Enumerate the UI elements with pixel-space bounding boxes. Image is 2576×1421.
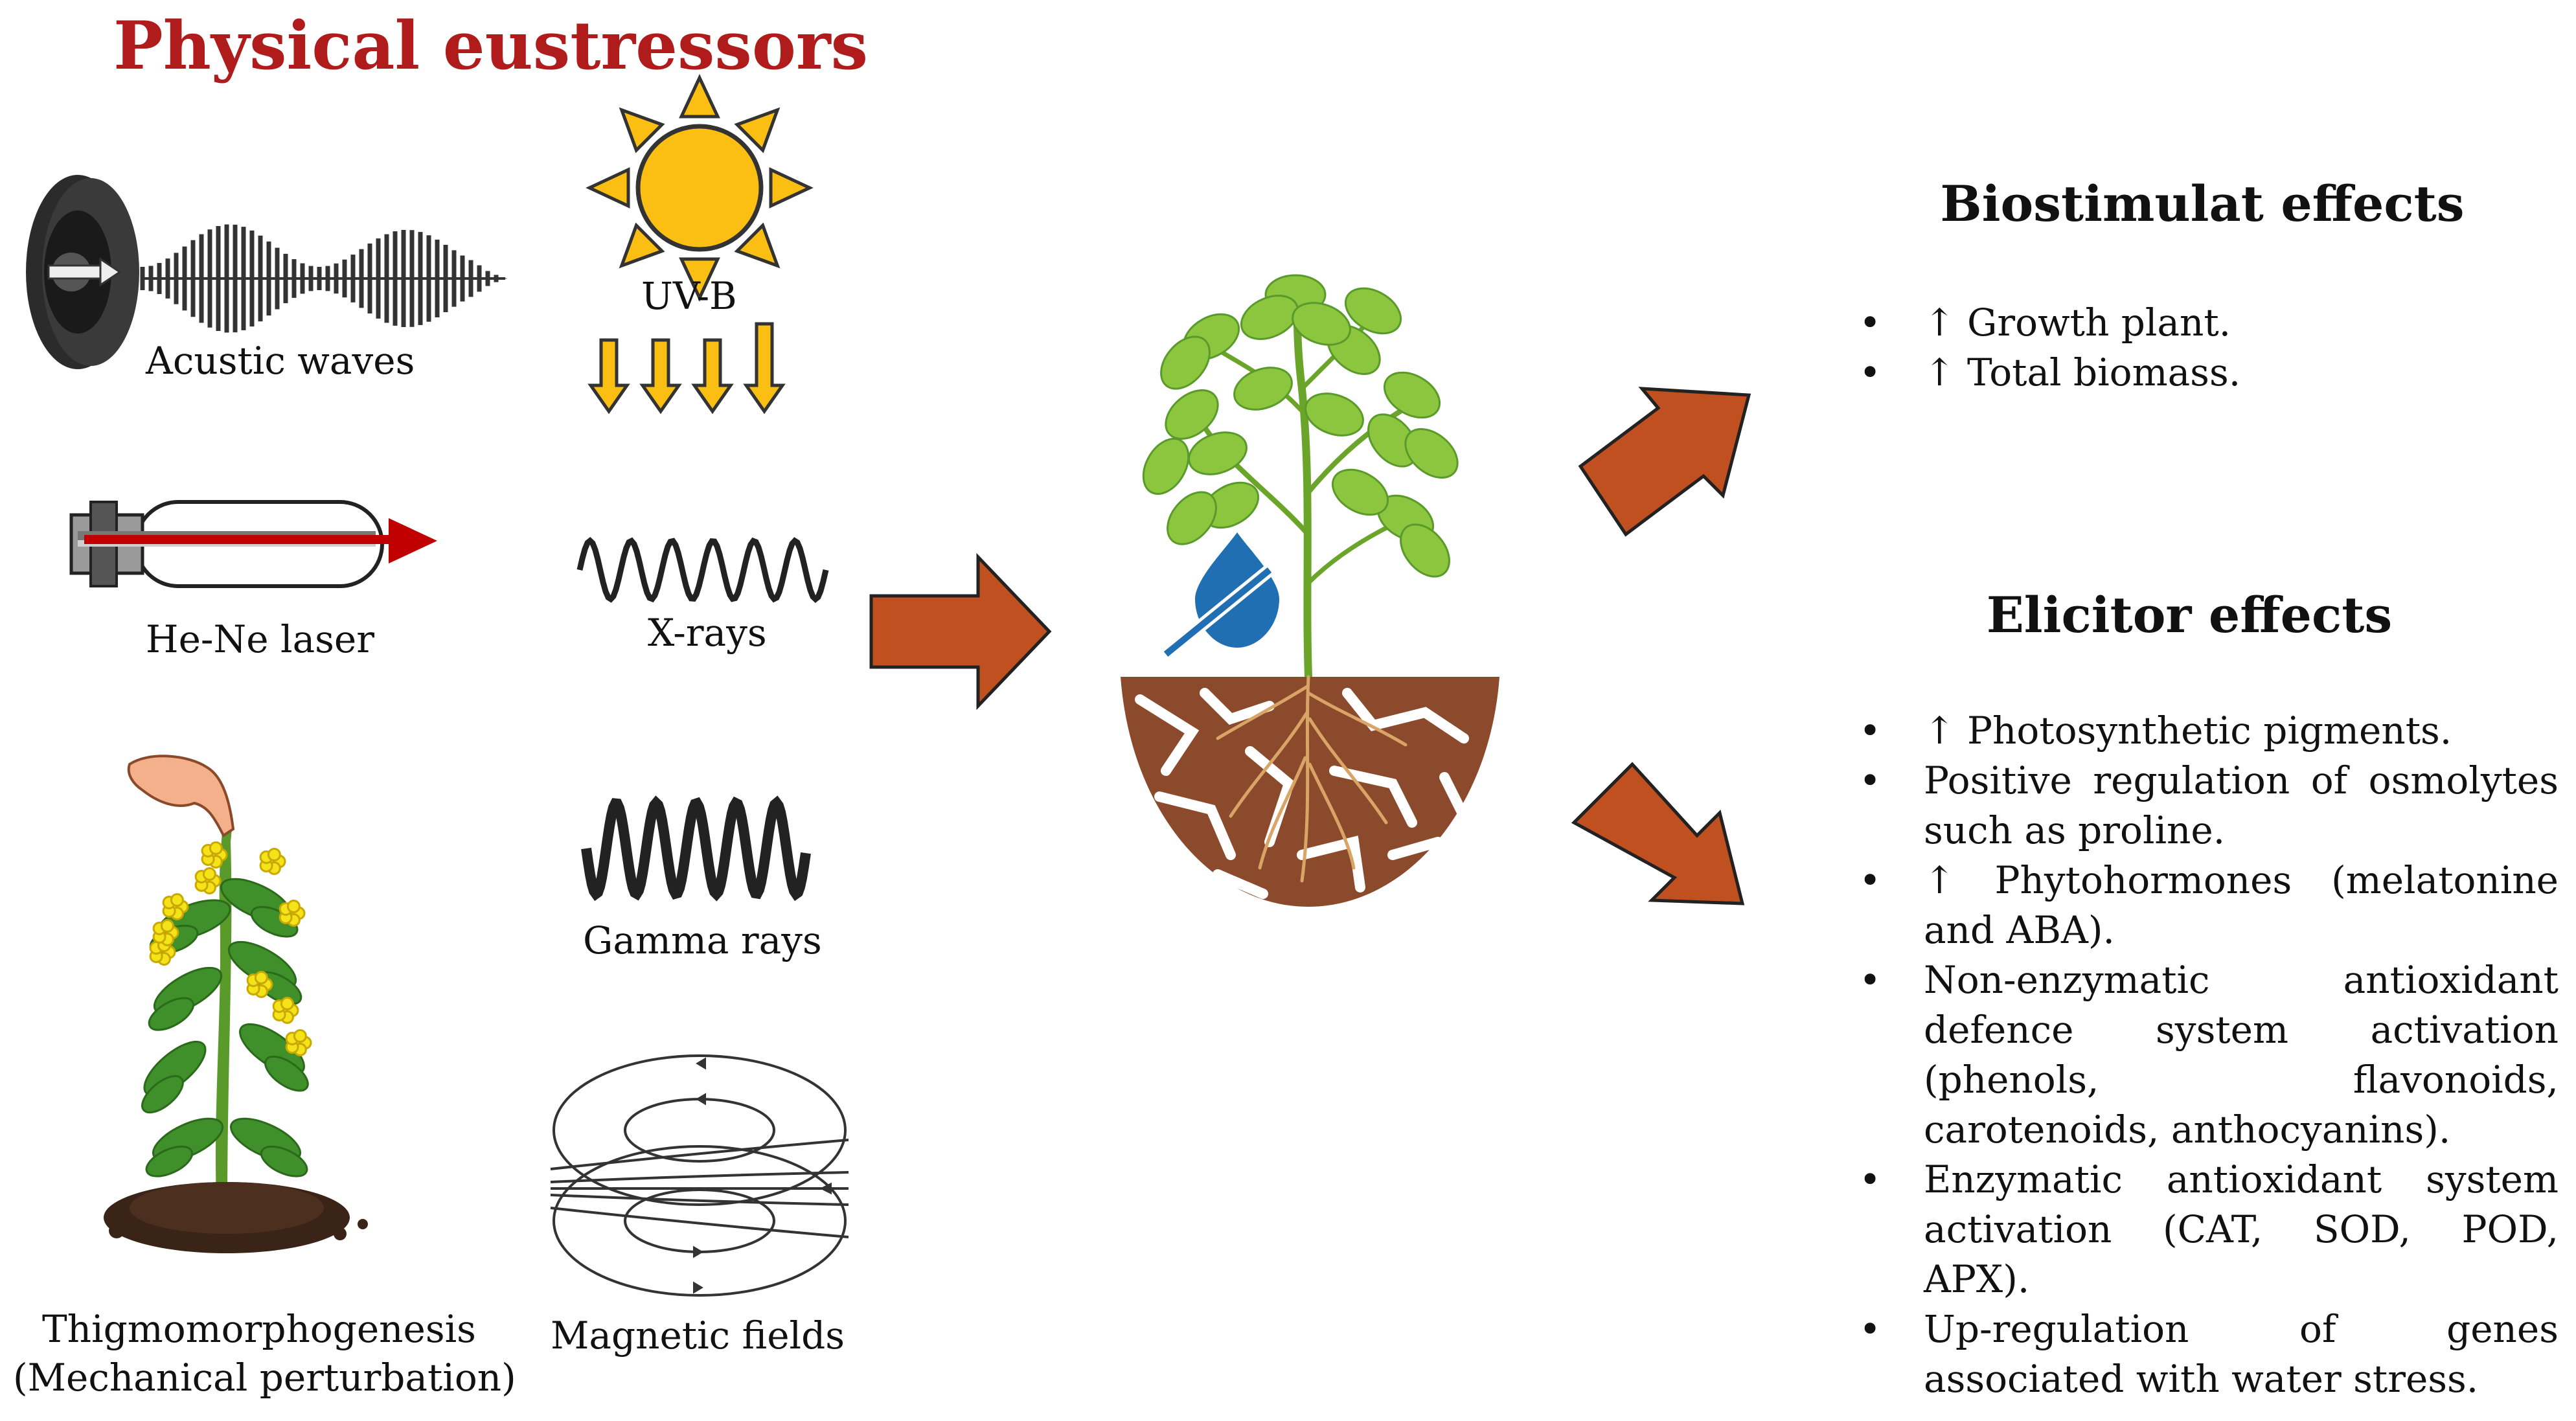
water-stress-icon (1161, 532, 1279, 659)
list-item: ↑ Phytohormones (melatonine and ABA). (1859, 856, 2559, 955)
magnetic-field-icon (550, 1054, 849, 1297)
biostimulant-list: ↑ Growth plant. ↑ Total biomass. (1859, 298, 2559, 398)
gamma-rays-label: Gamma rays (583, 918, 822, 962)
biostimulant-arrow (1578, 387, 1751, 537)
magnetic-fields-label: Magnetic fields (551, 1313, 845, 1358)
list-item: ↑ Photosynthetic pigments. (1859, 706, 2559, 756)
sun-icon (586, 74, 814, 302)
he-ne-laser-label: He-Ne laser (146, 617, 374, 661)
acoustic-wave-icon (140, 224, 507, 333)
list-item: Up-regulation of genes associated with w… (1859, 1304, 2559, 1404)
list-item: ↑ Total biomass. (1859, 348, 2559, 398)
list-item: Non-enzymatic antioxidant defence system… (1859, 955, 2559, 1155)
elicitor-list: ↑ Photosynthetic pigments. Positive regu… (1859, 706, 2559, 1404)
speaker-icon (26, 175, 139, 369)
list-item: Enzymatic antioxidant system activation … (1859, 1155, 2559, 1304)
uvb-arrows-icon (587, 322, 786, 415)
elicitor-arrow (1571, 762, 1745, 905)
page-title: Physical eustressors (113, 7, 869, 85)
xray-wave-icon (576, 537, 829, 603)
hand-icon (127, 755, 235, 837)
thigmo-line1: Thigmomorphogenesis (42, 1307, 476, 1351)
flowering-plant-icon (104, 811, 368, 1253)
biostimulant-heading: Biostimulat effects (1940, 175, 2465, 233)
gamma-wave-icon (581, 795, 811, 902)
thigmomorphogenesis-label: Thigmomorphogenesis (Mechanical perturba… (13, 1305, 516, 1403)
plant-icon (1142, 274, 1459, 681)
x-rays-label: X-rays (648, 611, 767, 655)
thigmo-line2: (Mechanical perturbation) (13, 1356, 516, 1400)
uvb-label: UV-B (641, 274, 737, 318)
acoustic-waves-label: Acustic waves (146, 339, 415, 383)
list-item: Positive regulation of osmolytes such as… (1859, 756, 2559, 856)
laser-icon (69, 500, 437, 588)
elicitor-heading: Elicitor effects (1986, 586, 2393, 644)
input-arrow (869, 552, 1052, 710)
list-item: ↑ Growth plant. (1859, 298, 2559, 348)
soil-icon (1121, 675, 1499, 907)
